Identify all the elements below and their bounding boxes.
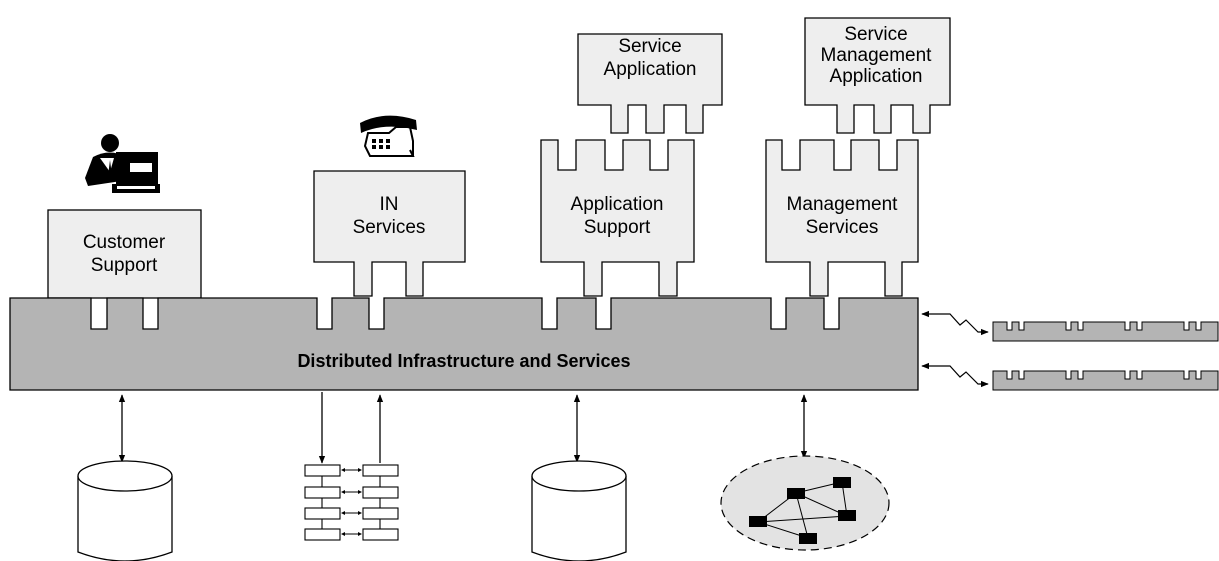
bus-label: Distributed Infrastructure and Services [297,351,630,371]
smapp-label-2: Management [821,45,933,66]
service-application-label-1: Service [618,36,681,57]
service-management-application-box: Service Management Application [804,17,951,134]
customer-support-label-2: Support [91,255,158,276]
in-services-box: IN Services [313,170,466,297]
application-support-box: Application Support [540,139,695,297]
management-services-label-1: Management [787,194,899,215]
external-bus-icon [992,321,1219,342]
smapp-label-3: Application [830,66,923,87]
infrastructure-bus: Distributed Infrastructure and Services [9,297,919,391]
network-cloud-icon [720,455,890,551]
database-cylinder-icon-2 [531,460,627,561]
smapp-label-1: Service [844,24,907,45]
telephone-icon [360,115,417,157]
in-services-label-2: Services [353,217,426,238]
operator-at-terminal-icon [85,134,160,193]
customer-support-box: Customer Support [47,209,202,299]
external-bus-icon-2 [992,370,1219,391]
service-application-box: Service Application [577,33,723,134]
customer-support-label-1: Customer [83,232,166,253]
switching-matrix-icon [304,464,399,541]
application-support-label-1: Application [571,194,664,215]
service-application-label-2: Application [604,59,697,80]
management-services-box: Management Services [765,139,919,297]
management-services-label-2: Services [806,217,879,238]
external-link-2 [921,362,989,388]
application-support-label-2: Support [584,217,651,238]
database-cylinder-icon [77,460,173,561]
in-services-label-1: IN [380,194,399,215]
external-link-1 [921,310,989,336]
